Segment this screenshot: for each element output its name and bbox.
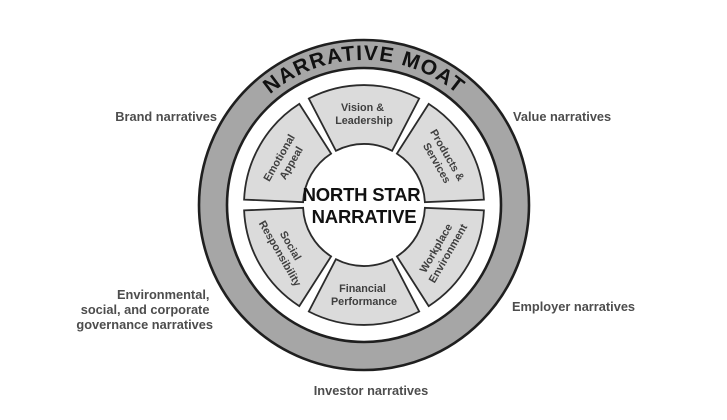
label-employer-narratives: Employer narratives: [512, 299, 635, 314]
segment-financial-performance: [307, 257, 421, 326]
label-investor-narratives: Investor narratives: [314, 383, 429, 398]
segment-workplace-environment: [395, 206, 485, 308]
label-value-narratives: Value narratives: [513, 109, 611, 124]
label-esg-narratives: Environmental, social, and corporate gov…: [76, 287, 213, 332]
segment-emotional-appeal: [243, 102, 333, 204]
center-title: NORTH STAR NARRATIVE: [303, 184, 426, 227]
segment-vision-leadership: [307, 84, 421, 153]
label-brand-narratives: Brand narratives: [115, 109, 217, 124]
segment-social-responsibility: [243, 206, 333, 308]
moat-ring: [197, 38, 531, 372]
segment-label-vision-leadership: Vision & Leadership: [335, 102, 393, 127]
segment-label-financial-performance: Financial Performance: [331, 283, 397, 308]
segment-products-services: [395, 102, 485, 204]
